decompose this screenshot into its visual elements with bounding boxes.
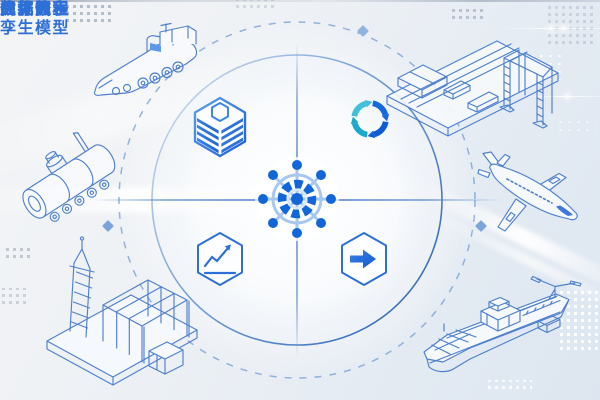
plant-structure-line-art [46, 236, 198, 386]
dot-grid [556, 118, 596, 136]
pixel-noise [66, 2, 112, 22]
locomotive-line-art [93, 22, 198, 96]
glow-node [549, 27, 552, 30]
pixel-noise [452, 6, 486, 19]
quadrant-digital-twin-model [190, 95, 250, 164]
glow-line [522, 96, 600, 97]
tank-wagon-line-art [22, 132, 116, 222]
hexagon-line-chart-icon [197, 232, 243, 286]
label-digital-twin-model: 三维数字 孪生模型 [0, 0, 70, 38]
label-line: 三维数字 [0, 1, 71, 18]
diamond-marker [102, 25, 487, 232]
test-platform-line-art [386, 40, 559, 137]
ship-line-art [423, 275, 582, 373]
label-line: 数据图表 [0, 1, 71, 18]
label-line: 孪生模型 [0, 20, 71, 37]
airplane-line-art [477, 151, 578, 232]
label-closed-loop-process: 闭环流程 [0, 0, 70, 19]
pixel-noise [2, 288, 26, 304]
quadrant-data-charts [195, 231, 245, 292]
cycle-arrows-icon [350, 99, 390, 139]
pixel-noise [6, 246, 34, 258]
glow-node [562, 27, 565, 30]
glow-node [566, 95, 569, 98]
quadrant-optimize-correct [339, 231, 389, 292]
label-line: 闭环流程 [0, 1, 71, 18]
helm-wheel-icon [255, 157, 339, 241]
label-line: 优化修正 [0, 1, 71, 18]
pixel-noise [548, 2, 596, 44]
pixel-noise [488, 380, 532, 389]
hexagon-arrow-icon [341, 232, 387, 286]
label-data-charts: 数据图表 [0, 0, 70, 19]
top-edge-shade [0, 0, 600, 2]
hexagon-3d-model-icon [193, 96, 247, 158]
label-optimize-correct: 优化修正 [0, 0, 70, 19]
pixel-noise [236, 0, 278, 8]
quadrant-closed-loop-process [343, 92, 397, 151]
